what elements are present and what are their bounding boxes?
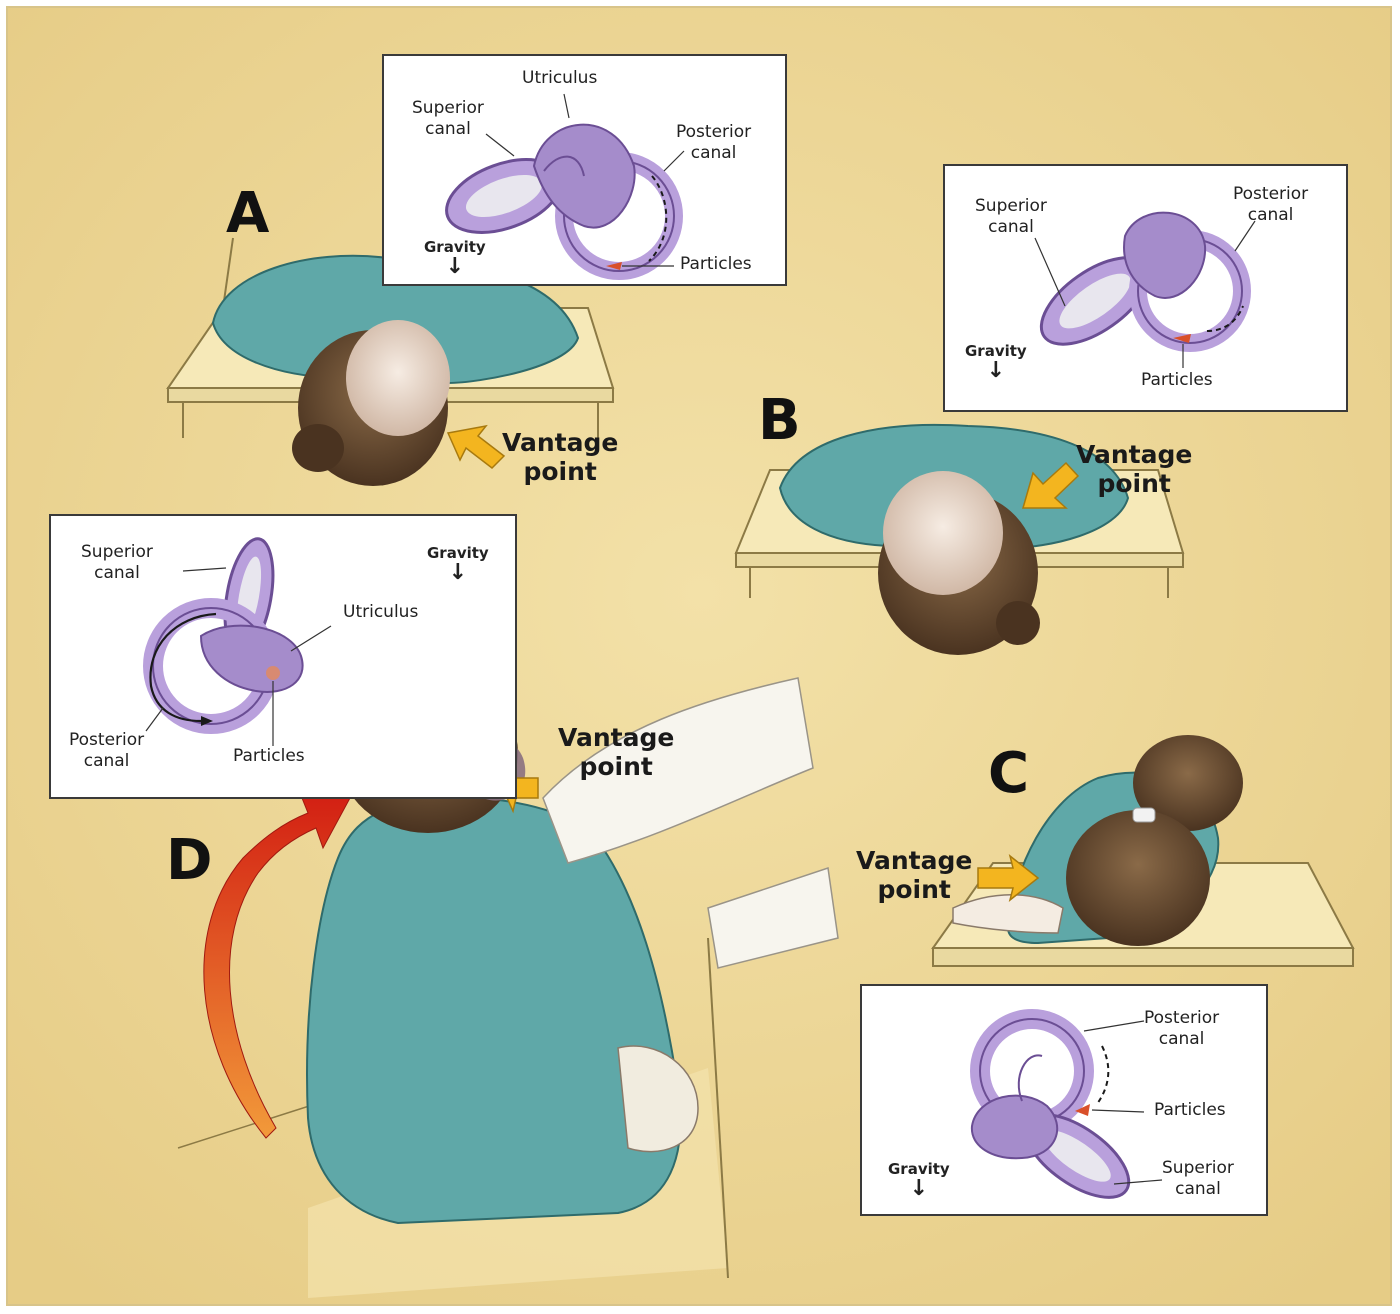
vantage-label-d: Vantage point	[558, 723, 674, 781]
canal-word: canal	[1162, 1179, 1234, 1200]
vantage-label-a: Vantage point	[502, 428, 618, 486]
posterior-word: Posterior	[1144, 1008, 1219, 1029]
point-word: point	[558, 752, 674, 781]
panel-letter-a: A	[226, 186, 269, 242]
superior-word: Superior	[975, 196, 1047, 217]
vantage-word: Vantage	[558, 723, 674, 752]
vantage-word: Vantage	[856, 846, 972, 875]
canal-word: canal	[81, 563, 153, 584]
panel-letter-c: C	[988, 746, 1029, 802]
down-arrow-icon: ↓	[965, 360, 1027, 382]
particles-label: Particles	[680, 254, 752, 275]
illustration-frame: A B C D Vantage point Vantage point Vant…	[6, 6, 1392, 1306]
down-arrow-icon: ↓	[427, 562, 489, 584]
superior-canal-label: Superior canal	[975, 196, 1047, 238]
vantage-label-b: Vantage point	[1076, 440, 1192, 498]
particles-label: Particles	[233, 746, 305, 767]
utriculus-label: Utriculus	[343, 602, 418, 623]
point-word: point	[502, 457, 618, 486]
posterior-word: Posterior	[1233, 184, 1308, 205]
vantage-word: Vantage	[1076, 440, 1192, 469]
point-word: point	[1076, 469, 1192, 498]
posterior-canal-label: Posterior canal	[1233, 184, 1308, 226]
panel-letter-b: B	[758, 393, 801, 449]
panel-letter-d: D	[166, 833, 212, 889]
superior-word: Superior	[81, 542, 153, 563]
superior-canal-label: Superior canal	[81, 542, 153, 584]
vantage-label-c: Vantage point	[856, 846, 972, 904]
gravity-indicator: Gravity ↓	[424, 238, 486, 278]
canal-word: canal	[676, 143, 751, 164]
canal-word: canal	[412, 119, 484, 140]
superior-word: Superior	[1162, 1158, 1234, 1179]
inset-d: Superior canal Utriculus Posterior canal…	[49, 514, 517, 799]
posterior-word: Posterior	[676, 122, 751, 143]
superior-word: Superior	[412, 98, 484, 119]
gravity-indicator: Gravity ↓	[888, 1160, 950, 1200]
point-word: point	[856, 875, 972, 904]
down-arrow-icon: ↓	[888, 1178, 950, 1200]
posterior-canal-label: Posterior canal	[676, 122, 751, 164]
particles-label: Particles	[1154, 1100, 1226, 1121]
superior-canal-label: Superior canal	[1162, 1158, 1234, 1200]
utriculus-label: Utriculus	[522, 68, 597, 89]
canal-word: canal	[69, 751, 144, 772]
inset-b: Superior canal Posterior canal Particles…	[943, 164, 1348, 412]
canal-word: canal	[1233, 205, 1308, 226]
inset-a: Utriculus Superior canal Posterior canal…	[382, 54, 787, 286]
inset-c: Posterior canal Particles Superior canal…	[860, 984, 1268, 1216]
posterior-canal-label: Posterior canal	[69, 730, 144, 772]
posterior-word: Posterior	[69, 730, 144, 751]
gravity-indicator: Gravity ↓	[427, 544, 489, 584]
vantage-word: Vantage	[502, 428, 618, 457]
down-arrow-icon: ↓	[424, 256, 486, 278]
canal-word: canal	[975, 217, 1047, 238]
posterior-canal-label: Posterior canal	[1144, 1008, 1219, 1050]
superior-canal-label: Superior canal	[412, 98, 484, 140]
canal-word: canal	[1144, 1029, 1219, 1050]
particles-label: Particles	[1141, 370, 1213, 391]
gravity-indicator: Gravity ↓	[965, 342, 1027, 382]
